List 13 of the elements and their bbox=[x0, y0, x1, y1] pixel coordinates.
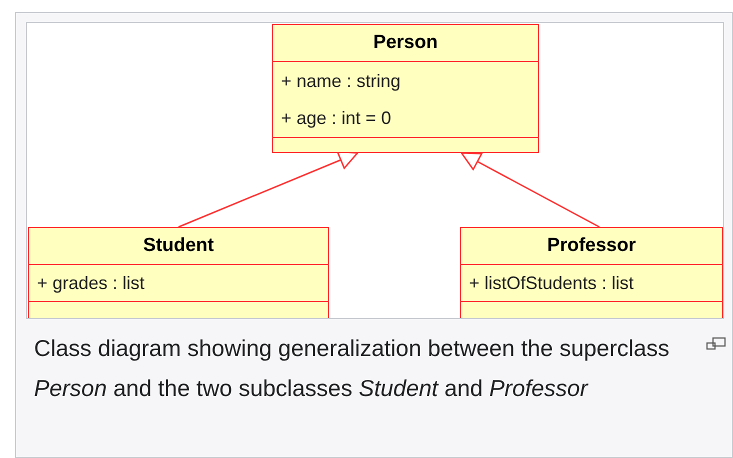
generalization-arrow bbox=[460, 152, 600, 228]
class-name: Professor bbox=[547, 234, 636, 258]
figure-caption: Class diagram showing generalization between the superclass Person and the two subclasses Student and Professor bbox=[34, 334, 670, 403]
class-name: Person bbox=[373, 30, 438, 55]
class-box bbox=[28, 227, 329, 318]
generalization-arrow bbox=[178, 150, 358, 228]
attribute-text: + grades : list bbox=[37, 272, 146, 294]
attribute-text: + age : int = 0 bbox=[281, 107, 392, 130]
class-name: Student bbox=[143, 234, 214, 258]
attribute-text: + name : string bbox=[281, 70, 402, 92]
attribute-text: + listOfStudents : list bbox=[469, 272, 635, 294]
class-box bbox=[460, 227, 723, 318]
class-box bbox=[272, 24, 539, 153]
